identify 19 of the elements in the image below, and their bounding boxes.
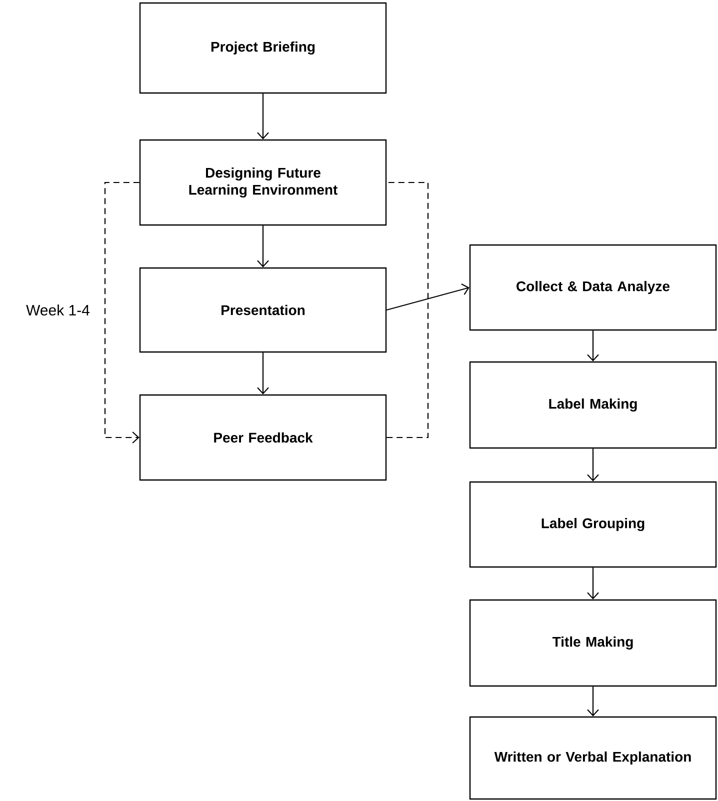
arrow: [104, 182, 140, 444]
process-box: Written or Verbal Explanation: [469, 716, 717, 800]
arrow: [587, 568, 599, 600]
arrow: [257, 226, 269, 268]
arrow: [257, 352, 269, 394]
arrow: [587, 448, 599, 482]
process-box: Project Briefing: [139, 2, 387, 94]
process-box: Designing Future Learning Environment: [139, 139, 387, 226]
process-box: Collect & Data Analyze: [469, 244, 717, 331]
process-box: Peer Feedback: [139, 394, 387, 481]
process-box: Label Making: [469, 361, 717, 449]
arrow: [386, 284, 470, 311]
arrow: [257, 94, 269, 140]
process-box: Title Making: [469, 599, 717, 687]
period-label: Week 1-4: [23, 302, 93, 319]
arrow: [587, 330, 599, 362]
process-box: Presentation: [139, 267, 387, 353]
process-box: Label Grouping: [469, 481, 717, 568]
arrow: [587, 686, 599, 716]
